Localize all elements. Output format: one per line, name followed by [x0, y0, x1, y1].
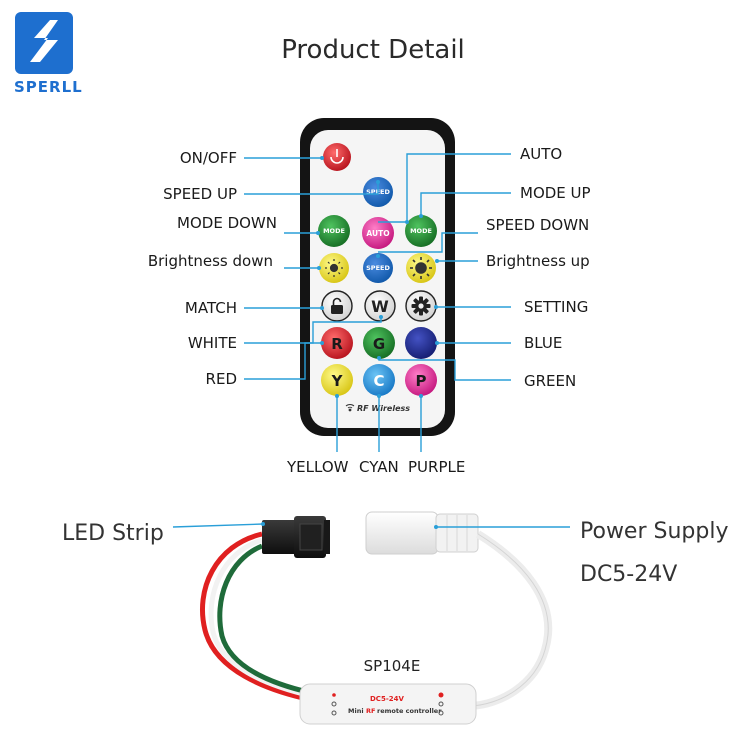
purple-button-label: P	[416, 372, 427, 390]
mode-down-button[interactable]	[318, 215, 350, 247]
controller-subtitle-remote: remote controller	[377, 707, 442, 715]
mode-up-button[interactable]	[405, 215, 437, 247]
label-speed-down: SPEED DOWN	[486, 216, 589, 234]
controller-voltage-print: DC5-24V	[370, 695, 404, 703]
auto-button-label: AUTO	[366, 229, 389, 238]
green-button-label: G	[373, 335, 385, 353]
label-auto: AUTO	[520, 145, 562, 163]
speed-down-button[interactable]	[363, 253, 393, 283]
label-brightness-down: Brightness down	[148, 252, 273, 270]
wire-green	[217, 543, 313, 696]
bottom-callouts: YELLOW CYAN PURPLE	[286, 394, 465, 476]
label-led-strip: LED Strip	[62, 521, 164, 546]
green-button[interactable]	[363, 327, 395, 359]
white-mode-button-label: W	[371, 297, 389, 316]
red-button[interactable]	[321, 327, 353, 359]
power-plug	[365, 511, 439, 555]
controller-model: SP104E	[364, 657, 421, 675]
sun-dim-icon	[325, 259, 343, 277]
remote-control: SPEED MODE AUTO MODE SPEED	[300, 118, 455, 436]
label-red: RED	[206, 370, 237, 388]
label-setting: SETTING	[524, 298, 588, 316]
controller-assembly: DC5-24V Mini RF remote controller SP104E…	[62, 511, 728, 725]
label-green: GREEN	[524, 372, 576, 390]
led-strip-connector	[262, 520, 296, 554]
auto-button[interactable]	[362, 217, 394, 249]
controller-box	[299, 683, 477, 725]
wifi-icon	[345, 404, 355, 412]
yellow-button-label: Y	[331, 372, 344, 390]
controller-subtitle-rf: RF	[366, 707, 375, 715]
label-yellow: YELLOW	[286, 458, 349, 476]
right-callouts: AUTO MODE UP SPEED DOWN Brightness up SE…	[376, 145, 591, 390]
brand-logo: SPERLL	[14, 12, 83, 96]
power-icon	[330, 156, 344, 164]
cyan-button-label: C	[373, 372, 384, 390]
wire-red	[199, 531, 313, 703]
label-on-off: ON/OFF	[180, 149, 237, 167]
label-power-supply: Power Supply	[580, 519, 728, 544]
mode-down-button-label: MODE	[323, 227, 345, 235]
wire-white	[208, 537, 313, 699]
left-callouts: ON/OFF SPEED UP MODE DOWN Brightness dow…	[148, 149, 383, 388]
label-mode-down: MODE DOWN	[177, 214, 277, 232]
label-mode-up: MODE UP	[520, 184, 591, 202]
power-indicator-led	[438, 692, 444, 698]
white-mode-button[interactable]	[364, 290, 396, 322]
page-title: Product Detail	[281, 35, 465, 65]
label-purple: PURPLE	[408, 458, 465, 476]
speed-down-button-label: SPEED	[366, 264, 390, 272]
purple-button[interactable]	[405, 364, 437, 396]
lock-icon	[331, 297, 343, 314]
label-match: MATCH	[185, 299, 237, 317]
sun-bright-icon	[410, 257, 432, 279]
label-blue: BLUE	[524, 334, 562, 352]
label-cyan: CYAN	[359, 458, 399, 476]
label-voltage: DC5-24V	[580, 562, 677, 587]
gear-icon	[411, 296, 431, 316]
status-led	[332, 693, 336, 697]
label-white: WHITE	[188, 334, 237, 352]
mode-up-button-label: MODE	[410, 227, 432, 235]
label-speed-up: SPEED UP	[163, 185, 237, 203]
yellow-button[interactable]	[321, 364, 353, 396]
blue-button[interactable]	[405, 327, 437, 359]
remote-footer-text: RF Wireless	[357, 404, 410, 413]
logo-badge	[15, 12, 73, 74]
label-brightness-up: Brightness up	[486, 252, 590, 270]
red-button-label: R	[331, 335, 343, 353]
logo-mark-icon	[30, 20, 58, 62]
cyan-button[interactable]	[363, 364, 395, 396]
power-cable	[469, 530, 553, 710]
brand-name: SPERLL	[14, 78, 83, 96]
controller-subtitle-mini: Mini	[348, 707, 364, 715]
